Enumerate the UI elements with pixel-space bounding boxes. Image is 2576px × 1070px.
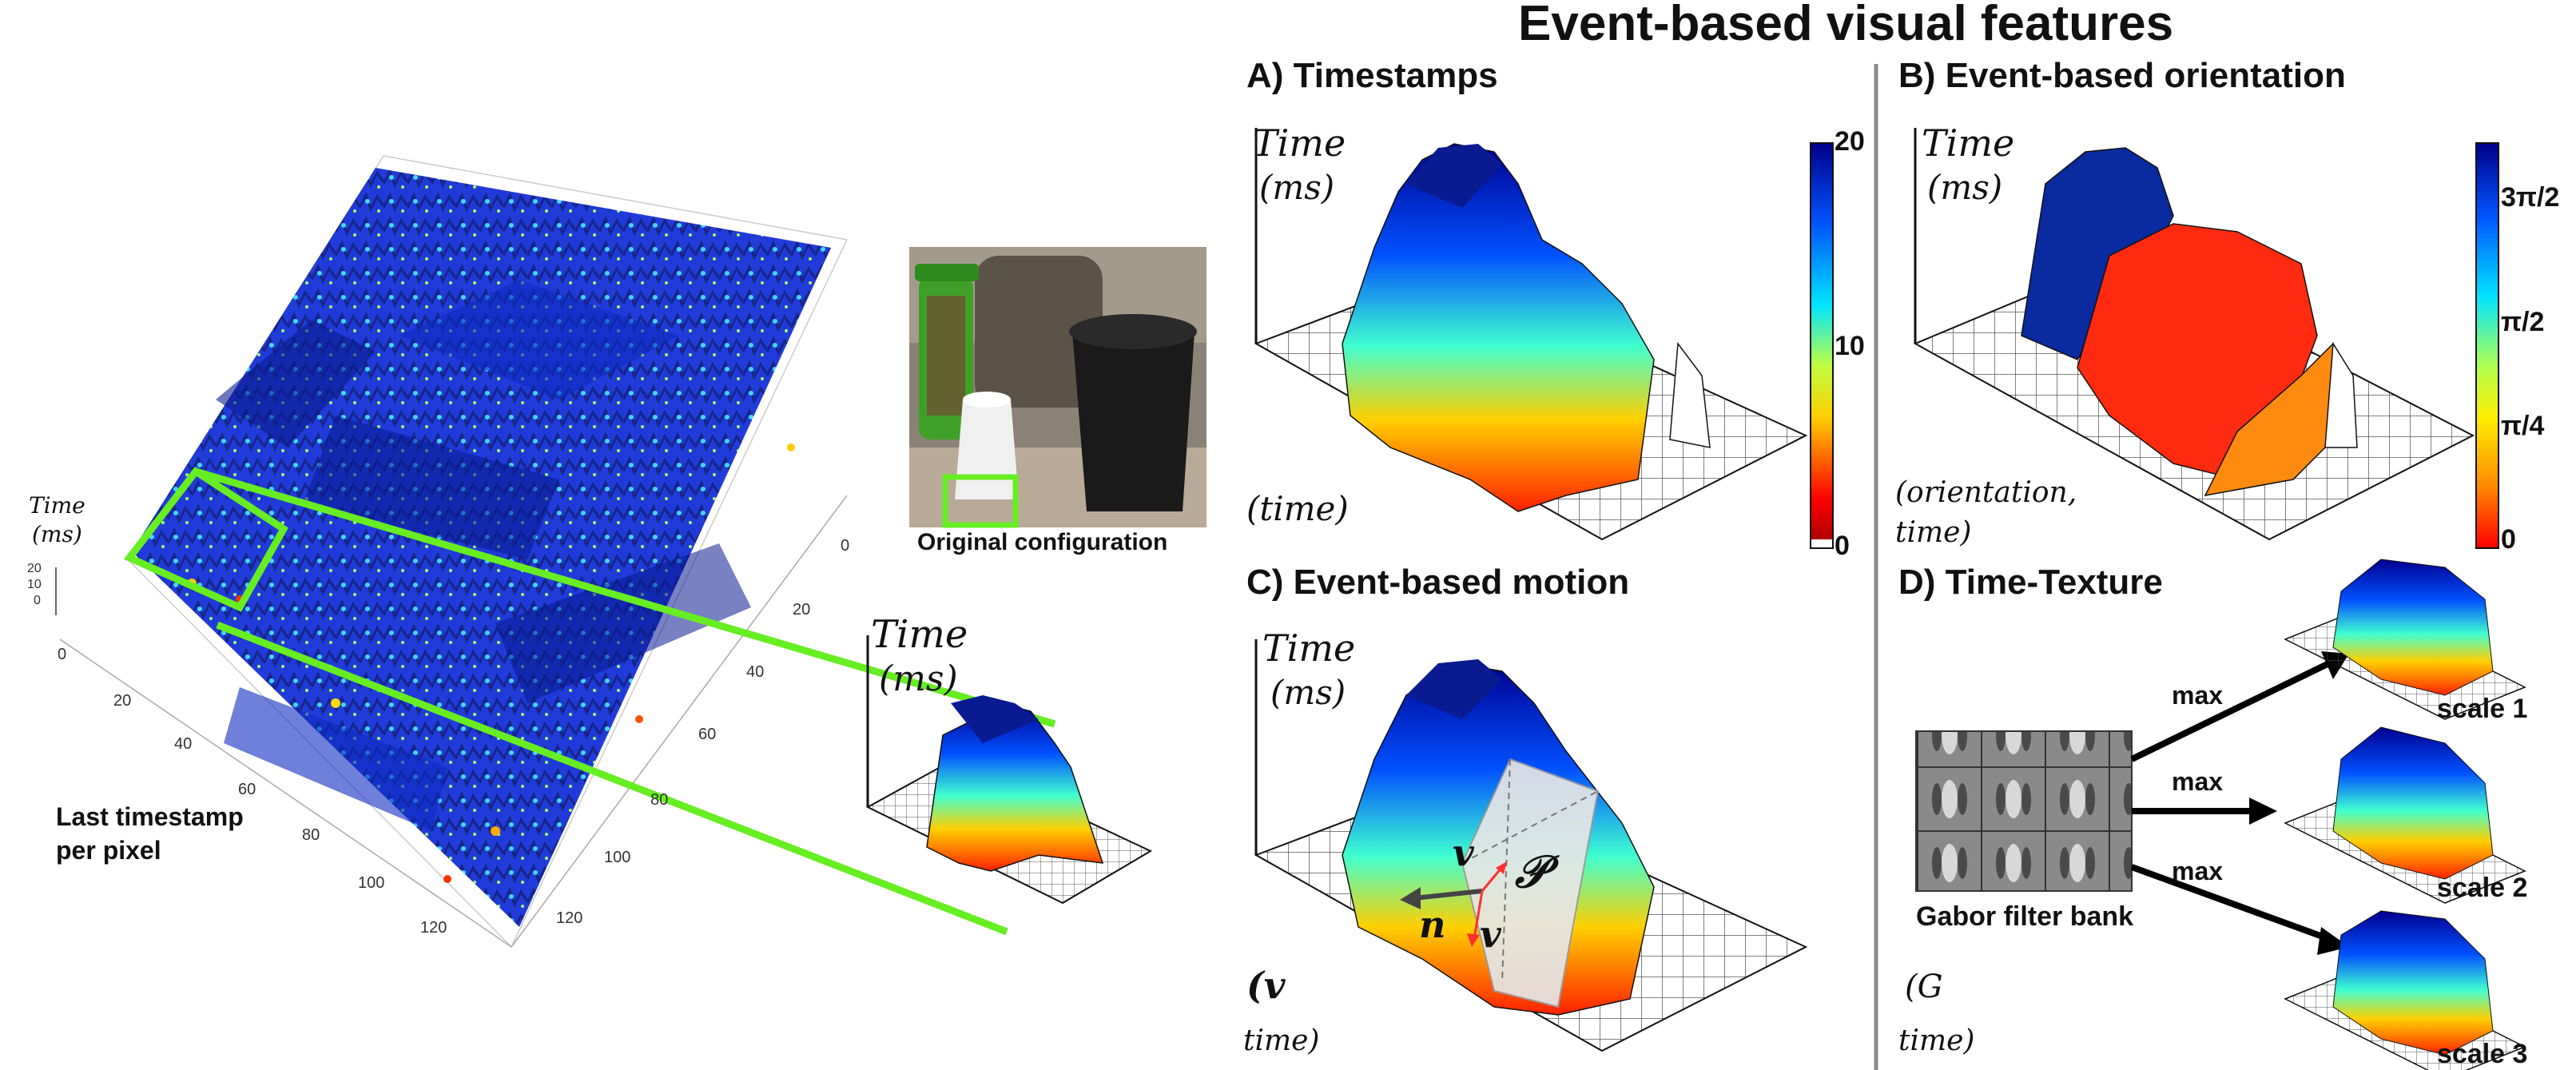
left-axis-time: Time <box>29 492 85 519</box>
panel-c-feature-line2: time) <box>1243 1024 1320 1057</box>
panel-c-axis-ms: (ms) <box>1270 673 1346 712</box>
colorbar-b-tick-pi4: π/4 <box>2501 411 2545 441</box>
panel-b-axis-ms: (ms) <box>1927 168 2003 207</box>
left-x-tick-60: 60 <box>238 781 256 798</box>
scale1-surface <box>2284 559 2526 720</box>
panel-a-feature: (time) <box>1246 489 1349 528</box>
left-x-tick-40: 40 <box>174 735 193 753</box>
max-label-2: max <box>2172 767 2224 796</box>
panel-d-feature-line1: (G <box>1905 969 1943 1005</box>
vx-label: v <box>1453 831 1474 874</box>
gabor-bank <box>1915 730 2133 892</box>
zoom-axis-time: Time <box>871 612 968 657</box>
left-y-tick-0: 0 <box>841 537 850 555</box>
panel-b-feature-line2: time) <box>1895 516 1972 549</box>
left-axis-ms: (ms) <box>32 521 82 547</box>
panel-c-graphic <box>1254 639 1808 1052</box>
panel-c-feature-line1: (v <box>1246 964 1286 1007</box>
colorbar-b-tick-pi2: π/2 <box>2501 307 2545 337</box>
max-label-3: max <box>2172 857 2224 885</box>
vy-arrow-shaft <box>1473 890 1484 940</box>
left-x-tick-0: 0 <box>58 646 67 663</box>
colorbar-b <box>2475 142 2499 549</box>
gabor-bank-caption: Gabor filter bank <box>1916 901 2134 932</box>
panel-a-graphic <box>1254 128 1808 541</box>
panel-a-title: A) Timestamps <box>1246 56 1498 95</box>
left-y-axis <box>511 495 848 948</box>
max-label-1: max <box>2172 681 2224 710</box>
scale-2-label: scale 2 <box>2437 873 2528 903</box>
left-x-tick-120: 120 <box>420 919 447 937</box>
vx-arrow-shaft <box>1481 866 1504 892</box>
left-x-tick-20: 20 <box>113 692 132 710</box>
panel-c-title: C) Event-based motion <box>1246 563 1630 602</box>
left-x-axis <box>59 638 512 948</box>
panel-b-title: B) Event-based orientation <box>1898 56 2346 95</box>
panel-b-axis-time: Time <box>1922 121 2015 165</box>
vx-arrow-head <box>1496 861 1507 874</box>
vy-label: v <box>1480 913 1501 956</box>
selection-box <box>123 466 288 612</box>
colorbar-a-tick-10: 10 <box>1835 331 1865 361</box>
panel-a-axis-ms: (ms) <box>1259 168 1335 207</box>
left-y-tick-40: 40 <box>746 663 765 681</box>
panel-d-graphic <box>1915 559 2526 1070</box>
panel-c-axis-time: Time <box>1262 626 1356 670</box>
panel-d-title: D) Time-Texture <box>1898 563 2163 602</box>
left-x-tick-100: 100 <box>358 874 385 892</box>
left-caption-line1: Last timestamp <box>56 802 244 831</box>
colorbar-b-tick-0: 0 <box>2501 524 2516 555</box>
zoom-line-bottom <box>216 621 1008 936</box>
left-y-tick-20: 20 <box>793 601 811 619</box>
scale-3-label: scale 3 <box>2437 1039 2528 1069</box>
scale2-surface <box>2284 726 2526 904</box>
left-y-tick-80: 80 <box>650 791 669 809</box>
zoom-line-top <box>194 467 1056 728</box>
left-3d-surface <box>55 155 1056 949</box>
normal-arrow-head <box>1400 887 1421 909</box>
plane-label: 𝒫 <box>1515 845 1548 898</box>
main-title: Event-based visual features <box>1518 0 2174 51</box>
colorbar-a-tick-0: 0 <box>1835 531 1850 561</box>
normal-label: n <box>1419 903 1446 946</box>
photo-highlight-box <box>942 474 1019 528</box>
panel-a-axis-time: Time <box>1253 121 1346 165</box>
scale-1-label: scale 1 <box>2437 694 2528 724</box>
panel-b-graphic <box>1913 128 2475 541</box>
original-photo <box>909 247 1207 528</box>
left-caption-line2: per pixel <box>56 836 161 865</box>
left-y-tick-100: 100 <box>604 849 631 866</box>
panel-d-feature-line2: time) <box>1898 1024 1975 1057</box>
left-y-tick-60: 60 <box>698 726 717 743</box>
colorbar-a <box>1810 142 1834 549</box>
vy-arrow-head <box>1467 933 1480 947</box>
left-z-tick-20: 20 <box>27 562 42 575</box>
left-z-tick-0: 0 <box>34 594 41 607</box>
colorbar-b-tick-3pi2: 3π/2 <box>2501 182 2560 213</box>
left-z-tick-10: 10 <box>27 578 42 591</box>
zoom-axis-ms: (ms) <box>879 658 958 699</box>
left-y-tick-120: 120 <box>556 909 583 927</box>
colorbar-a-tick-20: 20 <box>1835 126 1865 157</box>
left-x-tick-80: 80 <box>302 826 320 844</box>
photo-caption: Original configuration <box>917 529 1168 555</box>
scale3-surface <box>2284 910 2526 1070</box>
zoom-surface <box>865 635 1153 905</box>
panel-b-feature-line1: (orientation, <box>1895 476 2077 509</box>
